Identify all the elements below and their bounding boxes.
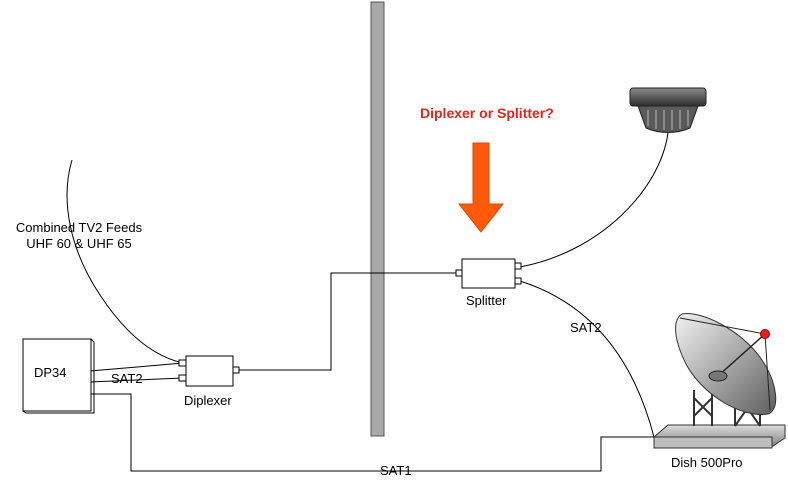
dish-label: Dish 500Pro xyxy=(671,455,743,470)
cable-dp34-diplexer-top xyxy=(89,362,184,372)
cable-sat1 xyxy=(90,393,656,472)
cable-splitter-lnb xyxy=(519,132,669,268)
sat2-left-label: SAT2 xyxy=(111,371,143,386)
sat2-right-label: SAT2 xyxy=(570,320,602,335)
dp34-label: DP34 xyxy=(34,365,67,380)
lnb-red-dot xyxy=(760,329,770,339)
question-title: Diplexer or Splitter? xyxy=(420,105,554,121)
orange-down-arrow xyxy=(457,142,505,233)
dp34-receiver xyxy=(22,338,92,412)
cable-diplexer-splitter xyxy=(238,272,458,371)
cable-splitter-dish xyxy=(519,280,655,438)
diplexer-box xyxy=(178,355,240,387)
feeds-line-1: Combined TV2 Feeds xyxy=(15,220,143,235)
wall xyxy=(370,1,385,437)
diplexer-label: Diplexer xyxy=(184,393,232,408)
splitter-label: Splitter xyxy=(466,293,507,308)
antenna-feeds-label: Combined TV2 Feeds UHF 60 & UHF 65 xyxy=(4,220,154,252)
feeds-line-2: UHF 60 & UHF 65 xyxy=(26,236,132,251)
sat1-label: SAT1 xyxy=(380,463,412,478)
lnb-dome-icon xyxy=(629,87,707,133)
cable-dp34-diplexer-bottom xyxy=(89,377,184,383)
splitter-box xyxy=(455,258,522,289)
antenna-feed-cable xyxy=(66,159,184,364)
dp34-receiver-shadow xyxy=(22,338,95,414)
satellite-dish-icon xyxy=(653,312,786,449)
